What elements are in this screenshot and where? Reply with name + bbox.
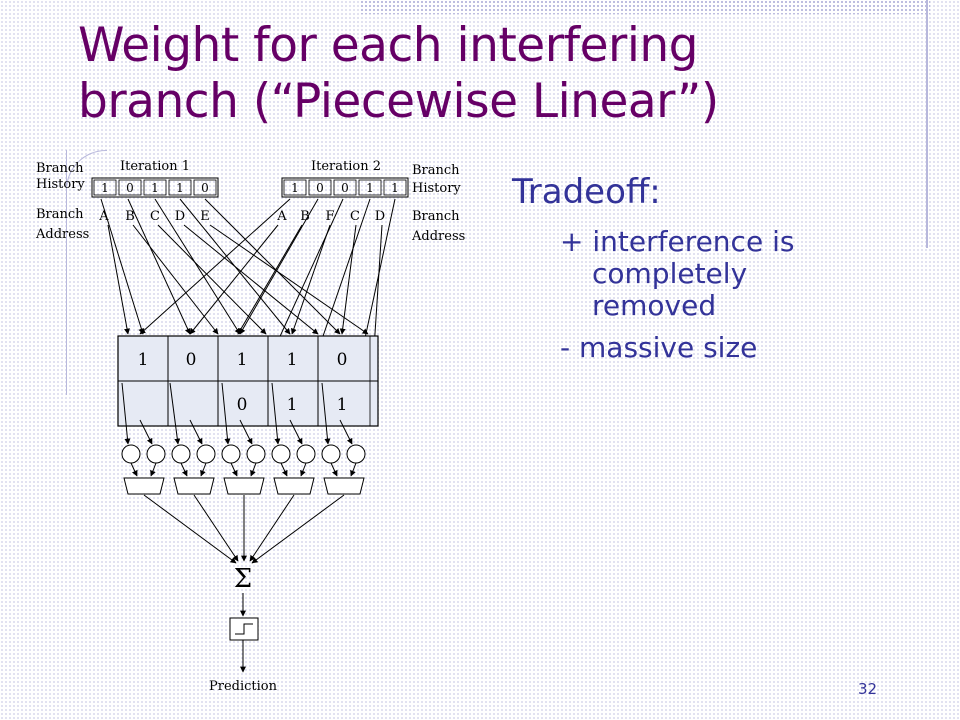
addr1-letter: D	[175, 209, 185, 224]
left-history-label-1: Branch	[36, 161, 84, 176]
title-line-1: Weight for each interfering	[78, 18, 699, 73]
multiplier-circles	[121, 444, 366, 464]
title-line-2: branch (“Piecewise Linear”)	[78, 74, 719, 129]
addr1-letter: E	[200, 209, 210, 224]
addr1-letter: A	[98, 209, 109, 224]
bullet-item: - massive size	[560, 331, 758, 364]
h2-bit: 1	[391, 181, 399, 195]
piecewise-linear-diagram: Branch History Branch Address Branch His…	[35, 159, 465, 694]
right-history-label-2: History	[412, 181, 461, 196]
step-function-block	[229, 617, 259, 641]
addr2-letter: F	[325, 209, 334, 224]
iteration-2-label: Iteration 2	[311, 159, 381, 174]
addr1-letter: C	[150, 209, 160, 224]
right-decorative-line	[926, 0, 928, 248]
history-register-1: 1 0 1 1 0	[91, 177, 219, 198]
h1-bit: 1	[151, 181, 159, 195]
adder-to-sum-arrows	[143, 494, 345, 564]
h2-bit: 1	[291, 181, 299, 195]
weight-table: 1 0 1 1 0 0 1 1	[117, 335, 379, 427]
left-history-label-2: History	[36, 177, 85, 192]
history-register-2: 1 0 0 1 1	[281, 177, 409, 198]
right-history-label-1: Branch	[412, 163, 460, 178]
tradeoff-bullets: Tradeoff: + interference is completely r…	[512, 170, 872, 374]
h1-bit: 1	[176, 181, 184, 195]
bullet-item: + interference is completely removed	[560, 225, 795, 322]
table-cell: 1	[287, 395, 298, 415]
table-cell: 1	[337, 395, 348, 415]
addr2-letter: C	[350, 209, 360, 224]
h1-bit: 0	[126, 181, 134, 195]
h2-bit: 0	[316, 181, 324, 195]
table-cell: 1	[287, 350, 298, 370]
table-to-multiplier-arrows	[121, 382, 353, 445]
addr2-letter: D	[375, 209, 385, 224]
circle-to-adder-arrows	[130, 462, 357, 477]
table-cell: 1	[138, 350, 149, 370]
adder-blocks	[123, 477, 365, 495]
addr1-letter: B	[125, 209, 135, 224]
left-address-label-2: Address	[35, 227, 89, 242]
addr2-letter: A	[276, 209, 287, 224]
h1-bit: 1	[101, 181, 109, 195]
h2-bit: 0	[341, 181, 349, 195]
right-address-label-2: Address	[411, 229, 465, 244]
iteration1-arrows	[100, 198, 369, 335]
h1-bit: 0	[201, 181, 209, 195]
table-cell: 0	[237, 395, 248, 415]
right-address-label-1: Branch	[412, 209, 460, 224]
table-cell: 0	[186, 350, 197, 370]
slide-title: Weight for each interfering branch (“Pie…	[78, 18, 918, 130]
sum-symbol: Σ	[234, 564, 252, 594]
tradeoff-heading: Tradeoff:	[512, 172, 661, 212]
table-cell: 0	[337, 350, 348, 370]
top-dotted-rule	[360, 0, 930, 14]
addr2-letter: B	[300, 209, 310, 224]
left-decorative-line	[66, 150, 67, 395]
page-number: 32	[858, 680, 878, 698]
table-cell: 1	[237, 350, 248, 370]
prediction-label: Prediction	[209, 679, 278, 694]
left-address-label-1: Branch	[36, 207, 84, 222]
h2-bit: 1	[366, 181, 374, 195]
iteration-1-label: Iteration 1	[120, 159, 190, 174]
